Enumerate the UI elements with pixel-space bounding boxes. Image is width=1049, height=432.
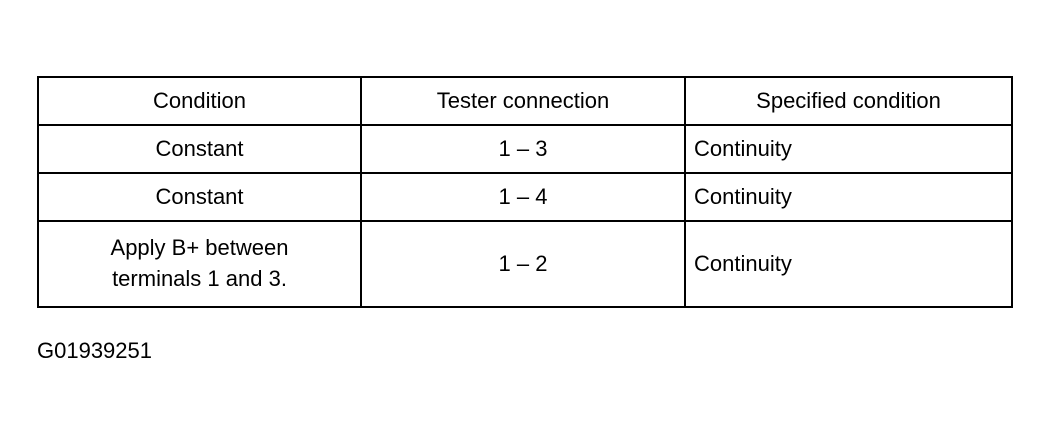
table-row: Constant 1 – 3 Continuity bbox=[37, 124, 1013, 174]
cell-condition: Constant bbox=[37, 172, 362, 222]
table-header: Condition Tester connection Specified co… bbox=[37, 76, 1013, 126]
header-tester-connection: Tester connection bbox=[360, 76, 686, 126]
figure-id: G01939251 bbox=[37, 338, 152, 363]
header-row: Condition Tester connection Specified co… bbox=[37, 76, 1013, 126]
table-row: Constant 1 – 4 Continuity bbox=[37, 172, 1013, 222]
header-specified-condition: Specified condition bbox=[684, 76, 1013, 126]
cell-condition-line: Apply B+ between bbox=[110, 235, 289, 261]
cell-condition: Constant bbox=[37, 124, 362, 174]
cell-tester-connection: 1 – 2 bbox=[360, 220, 686, 308]
table-row: Apply B+ between terminals 1 and 3. 1 – … bbox=[37, 220, 1013, 308]
cell-specified-condition: Continuity bbox=[684, 172, 1013, 222]
specification-table: Condition Tester connection Specified co… bbox=[37, 76, 1013, 308]
cell-tester-connection: 1 – 4 bbox=[360, 172, 686, 222]
cell-specified-condition: Continuity bbox=[684, 220, 1013, 308]
cell-condition: Apply B+ between terminals 1 and 3. bbox=[37, 220, 362, 308]
table-body: Constant 1 – 3 Continuity Constant 1 – 4… bbox=[37, 124, 1013, 308]
cell-specified-condition: Continuity bbox=[684, 124, 1013, 174]
cell-condition-line: terminals 1 and 3. bbox=[112, 266, 287, 291]
header-condition: Condition bbox=[37, 76, 362, 126]
cell-tester-connection: 1 – 3 bbox=[360, 124, 686, 174]
